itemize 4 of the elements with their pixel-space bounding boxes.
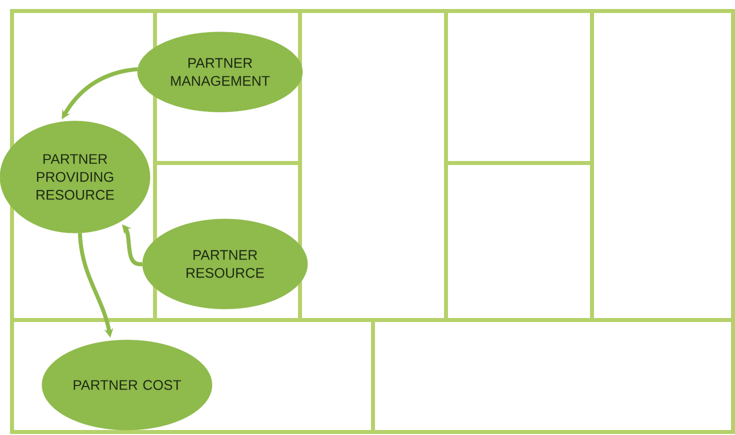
- blob-label: PARTNER COST: [42, 340, 212, 430]
- blob-label: PARTNER PROVIDING RESOURCE: [0, 120, 150, 234]
- blob-label: PARTNER MANAGEMENT: [137, 32, 303, 112]
- blob-label: PARTNER RESOURCE: [142, 218, 308, 310]
